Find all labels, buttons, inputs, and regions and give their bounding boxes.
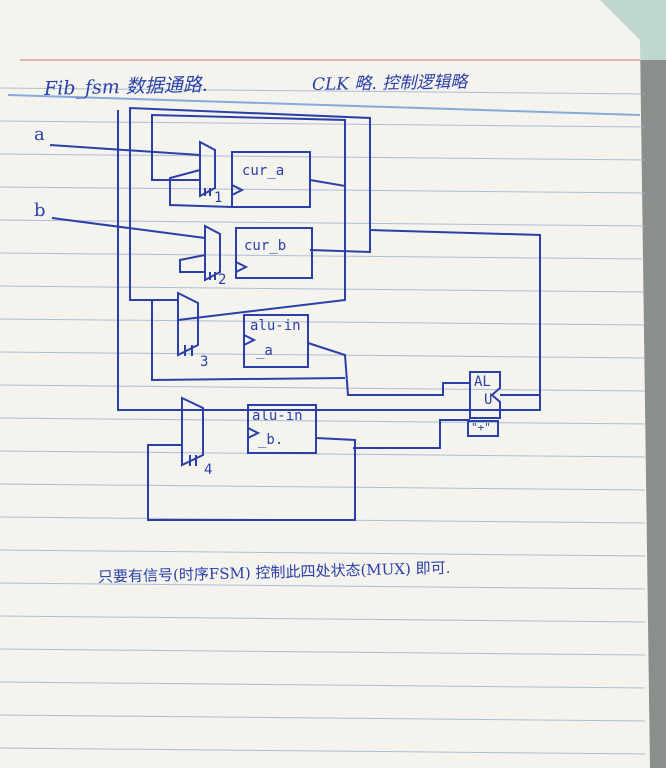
alu-label-top: AL xyxy=(474,374,491,390)
mux-1-label: 1 xyxy=(214,190,223,206)
notebook-rule-line xyxy=(0,681,646,689)
input-b-label: b xyxy=(34,200,46,221)
mux-3-label: 3 xyxy=(200,354,209,370)
notebook-rule-line xyxy=(0,549,646,557)
notebook-rule-line xyxy=(0,450,646,458)
notebook-rule-line xyxy=(0,615,646,623)
mux-4-label: 4 xyxy=(204,462,213,478)
notebook-rule-line xyxy=(0,582,646,590)
mux-2-label: 2 xyxy=(218,272,227,288)
notebook-rule-line xyxy=(0,648,646,656)
register-alu-in-a-label: alu-in xyxy=(250,318,301,334)
notebook-rule-line xyxy=(0,417,646,425)
notebook-rule-line xyxy=(0,186,646,194)
page-title: Fib_fsm 数据通路. xyxy=(43,73,209,100)
register-alu-in-a-suffix: _a xyxy=(256,343,273,359)
input-a-label: a xyxy=(34,124,45,145)
notebook-rule-line xyxy=(0,219,646,227)
alu-label-bottom: U xyxy=(484,392,493,408)
register-alu-in-b-suffix: _b. xyxy=(258,432,284,448)
notebook-rule-line xyxy=(0,120,646,128)
register-cur-b-label: cur_b xyxy=(244,238,287,254)
register-cur-a-label: cur_a xyxy=(242,163,285,179)
clock-note: CLK 略. 控制逻辑略 xyxy=(311,72,468,95)
notebook-rule-line xyxy=(0,384,646,392)
notebook-rule-line xyxy=(0,714,646,722)
notebook-rule-line xyxy=(0,87,646,95)
notebook-rule-line xyxy=(0,318,646,326)
alu-op-label: "+" xyxy=(471,421,491,434)
notebook-rule-line xyxy=(0,153,646,161)
notebook-rule-line xyxy=(0,285,646,293)
register-alu-in-b-label: alu-in xyxy=(252,408,303,424)
notebook-rule-line xyxy=(0,747,646,755)
notebook-rule-line xyxy=(0,483,646,491)
notebook-rule-line xyxy=(0,351,646,359)
notebook-rule-line xyxy=(0,252,646,260)
